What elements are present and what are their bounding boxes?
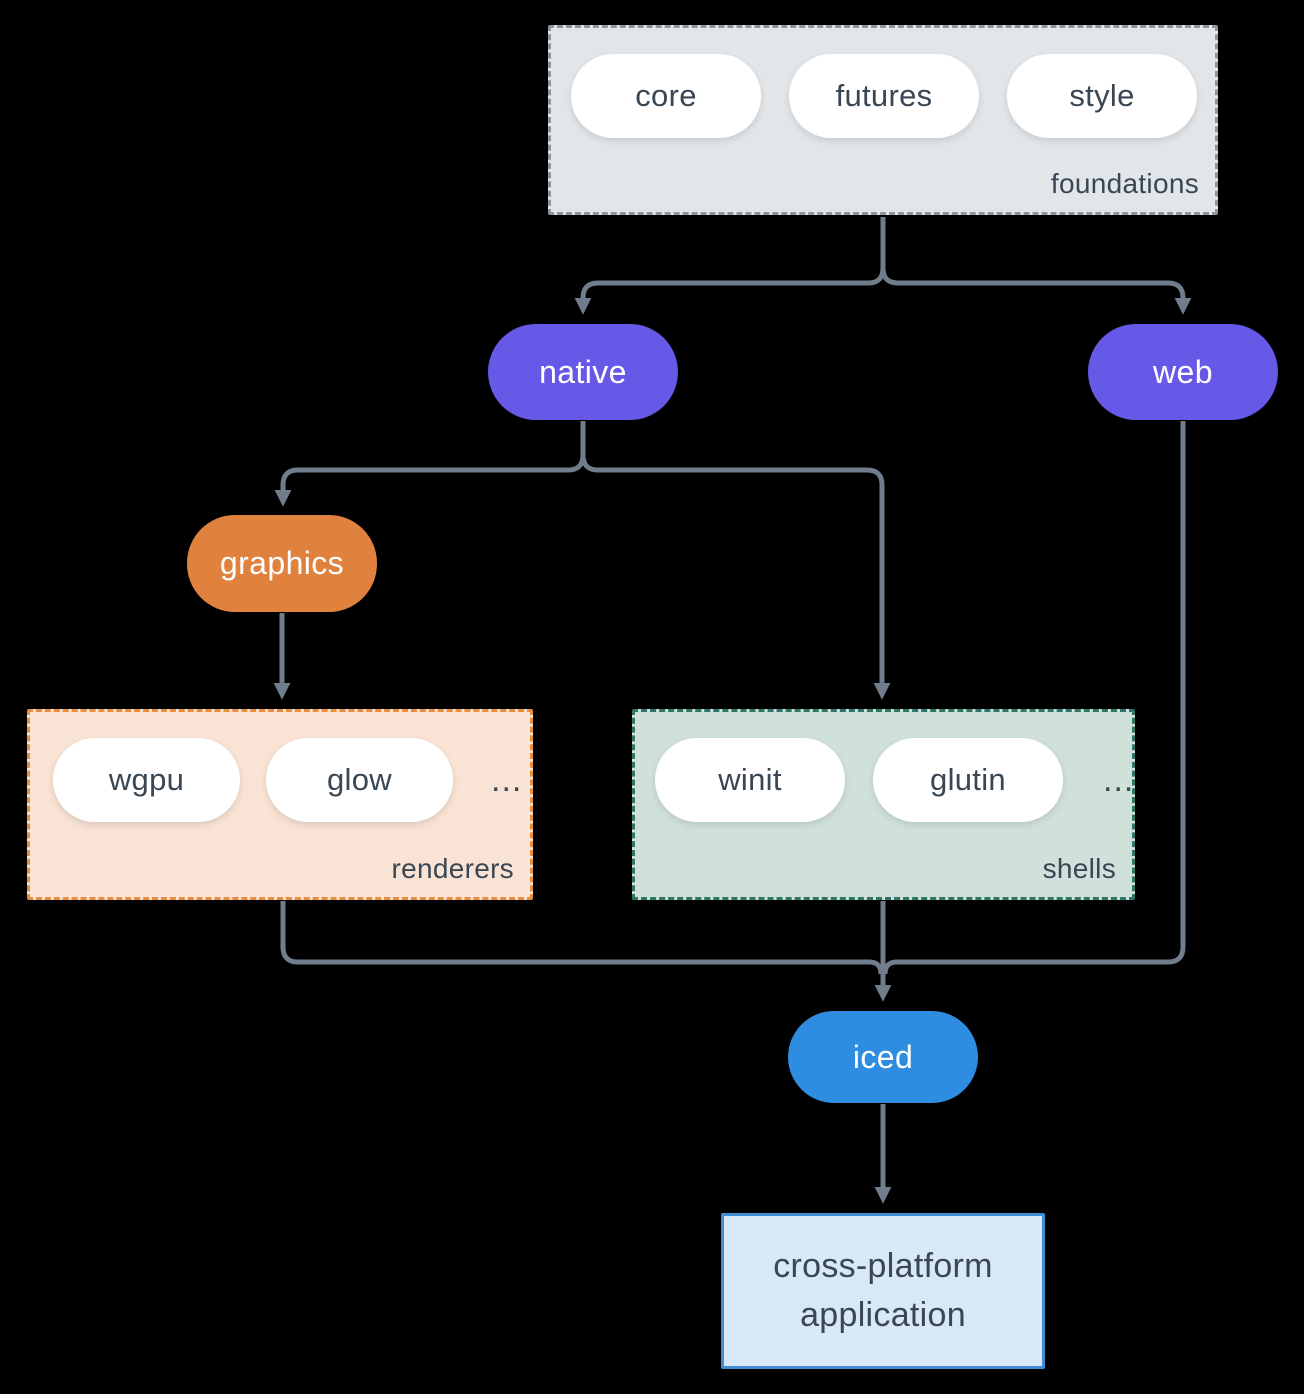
group-shells: winit glutin ... shells bbox=[632, 709, 1135, 900]
renderers-ellipsis: ... bbox=[491, 760, 523, 799]
node-wgpu: wgpu bbox=[53, 738, 240, 822]
node-winit: winit bbox=[655, 738, 845, 822]
node-native: native bbox=[488, 324, 678, 420]
edge-renderers-merge bbox=[280, 901, 884, 975]
node-graphics: graphics bbox=[187, 515, 377, 612]
shells-ellipsis: ... bbox=[1103, 760, 1135, 799]
node-web: web bbox=[1088, 324, 1278, 420]
node-iced: iced bbox=[788, 1011, 978, 1103]
node-core: core bbox=[571, 54, 761, 138]
group-label-foundations: foundations bbox=[1050, 168, 1199, 199]
edge-native-graphics bbox=[274, 421, 586, 507]
group-label-renderers: renderers bbox=[391, 853, 514, 884]
node-glow: glow bbox=[266, 738, 453, 822]
node-style: style bbox=[1007, 54, 1197, 138]
group-label-shells: shells bbox=[1042, 853, 1116, 884]
application-label-line2: application bbox=[800, 1296, 966, 1334]
edge-foundations-native bbox=[574, 217, 886, 315]
node-glutin: glutin bbox=[873, 738, 1063, 822]
shells-pill-row: winit glutin ... bbox=[655, 738, 1134, 822]
renderers-pill-row: wgpu glow ... bbox=[53, 738, 522, 822]
node-cross-platform-application: cross-platform application bbox=[721, 1213, 1045, 1369]
application-label-line1: cross-platform bbox=[773, 1247, 993, 1285]
foundations-pill-row: core futures style bbox=[571, 54, 1197, 138]
node-futures: futures bbox=[789, 54, 979, 138]
edge-foundations-web bbox=[880, 217, 1192, 315]
group-foundations: core futures style foundations bbox=[548, 25, 1218, 215]
edge-native-shells bbox=[580, 421, 891, 700]
group-renderers: wgpu glow ... renderers bbox=[27, 709, 533, 900]
